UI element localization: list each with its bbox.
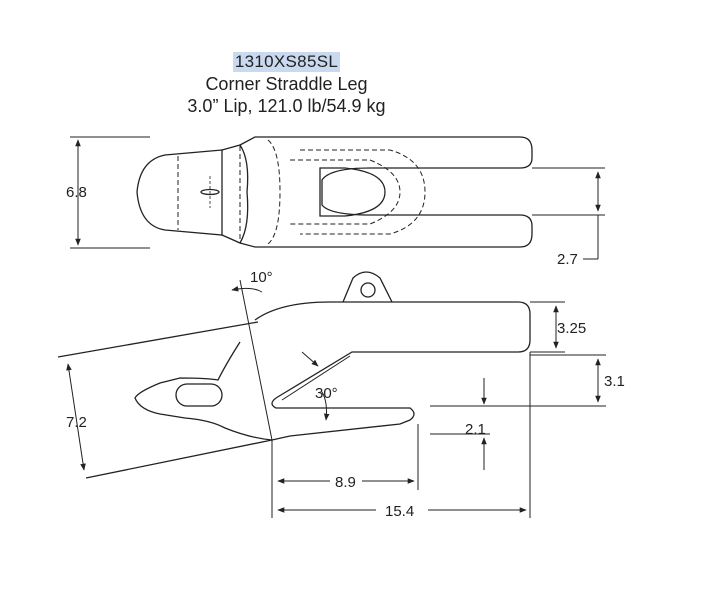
angle-top-label: 10° — [250, 269, 273, 286]
side-view-lip — [271, 397, 415, 441]
side-view-pin-hole — [175, 383, 223, 407]
lip-dim: 2.1 — [465, 421, 486, 438]
top-view-dimensions — [70, 136, 605, 260]
side-view-dimensions — [66, 286, 606, 518]
part-number: 1310XS85SL — [232, 52, 341, 72]
short-length-dim: 8.9 — [335, 474, 356, 491]
mid-dim: 3.1 — [604, 373, 625, 390]
lifting-eye — [342, 271, 393, 303]
height-dim-top: 6.8 — [66, 184, 87, 201]
side-view — [57, 271, 531, 479]
lifting-eye-hole — [360, 282, 376, 298]
side-view-upper-body — [254, 301, 531, 399]
side-view-adapter-nose — [134, 341, 273, 441]
top-view-upper-leg — [239, 136, 533, 169]
total-length-dim: 15.4 — [385, 503, 414, 520]
leg-gap-dim: 2.7 — [557, 251, 578, 268]
top-view-lower-leg — [239, 214, 533, 248]
top-view-nose — [136, 149, 223, 236]
upper-dim: 3.25 — [557, 320, 586, 337]
height-dim-side: 7.2 — [66, 414, 87, 431]
top-view-pin-slot — [319, 167, 386, 217]
angle-lip-label: 30° — [315, 385, 338, 402]
top-view-collar — [221, 144, 249, 244]
top-view-slot — [321, 167, 420, 216]
part-name: Corner Straddle Leg — [205, 74, 368, 94]
title-block: 1310XS85SL Corner Straddle Leg 3.0” Lip,… — [0, 52, 713, 117]
top-view — [136, 136, 533, 248]
part-specs: 3.0” Lip, 121.0 lb/54.9 kg — [187, 96, 386, 116]
